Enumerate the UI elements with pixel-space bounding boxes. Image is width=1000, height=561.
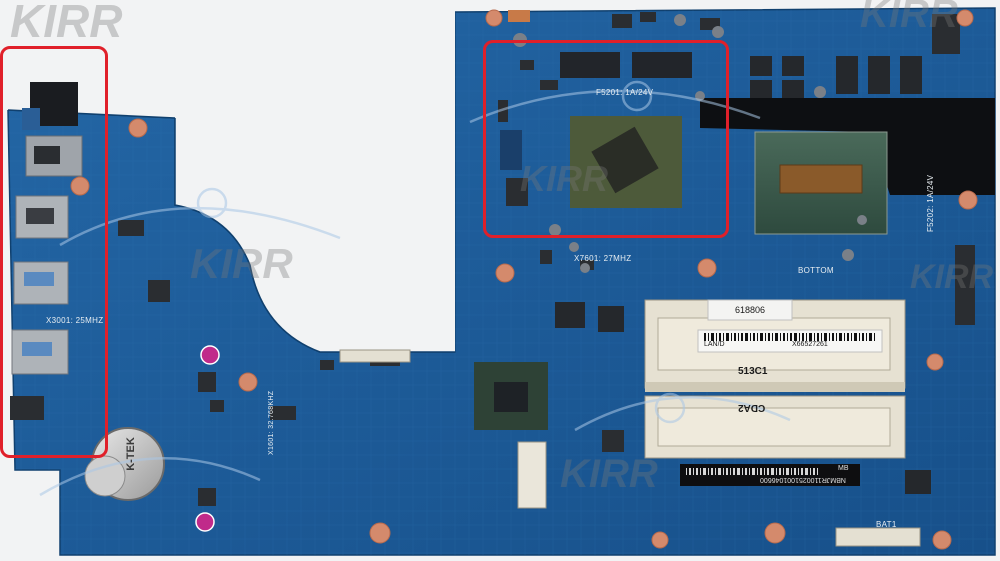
silk-crystal-left: X3001: 25MHZ [46,316,104,325]
electrolytic-cap-1 [200,345,220,365]
barcode-bars [686,468,818,475]
audio-jack [10,396,44,420]
vram-chip-1 [560,52,620,78]
copper-pads [70,9,978,550]
serial-sticker [707,299,793,321]
thermal-tape [700,98,995,195]
watermark-right: KIRR [910,258,994,296]
vram-chip-2 [632,52,692,78]
fpc-connector-1 [517,441,547,509]
fpc-connector-3 [339,349,411,363]
smd-components [118,10,975,452]
pch-die [494,382,528,412]
fpc-connector-2 [835,527,921,547]
watermark-bottom: KIRR [560,452,658,496]
silk-bat: BAT1 [876,520,897,529]
cpu-die [779,164,863,194]
serial-sticker-text: 618806 [735,305,766,315]
dimm-label-top: 513C1 [738,366,768,377]
barcode-sticker-code: NBMJR1100251001046600 [760,476,846,483]
silk-bottom: BOTTOM [798,266,834,275]
dimm-label-bottom: CDA2 [738,402,766,413]
watermark-center: KIRR [520,158,608,199]
io-ports [10,82,83,420]
highlight-io-ports [0,46,108,458]
watermark-top-right: KIRR [860,0,958,36]
watermark-top-left: KIRR [10,0,123,47]
highlight-gpu-area [483,40,729,238]
silk-right-vertical: F5202: 1A/24V [926,174,935,232]
coin-battery-text: K-TEK [124,437,137,471]
lan-sticker-label: LAN/D [704,341,725,348]
gpu-die [591,126,659,194]
inductor-row [555,56,931,494]
dimm-slot-2 [644,395,906,459]
watermark-center-left: KIRR [190,240,293,287]
mb-tag: MB [838,465,849,472]
lan-barcode [704,333,875,341]
electrolytic-cap-2 [195,512,215,532]
silk-crystal-mid: X7601: 27MHZ [574,254,632,263]
lan-sticker-code: X66527261 [792,341,828,348]
watermark-swoosh [39,80,791,497]
silk-vert-mid: X1601: 32.768KHZ [268,390,275,455]
silk-crystal-gpu: F5201: 1A/24V [596,88,654,97]
